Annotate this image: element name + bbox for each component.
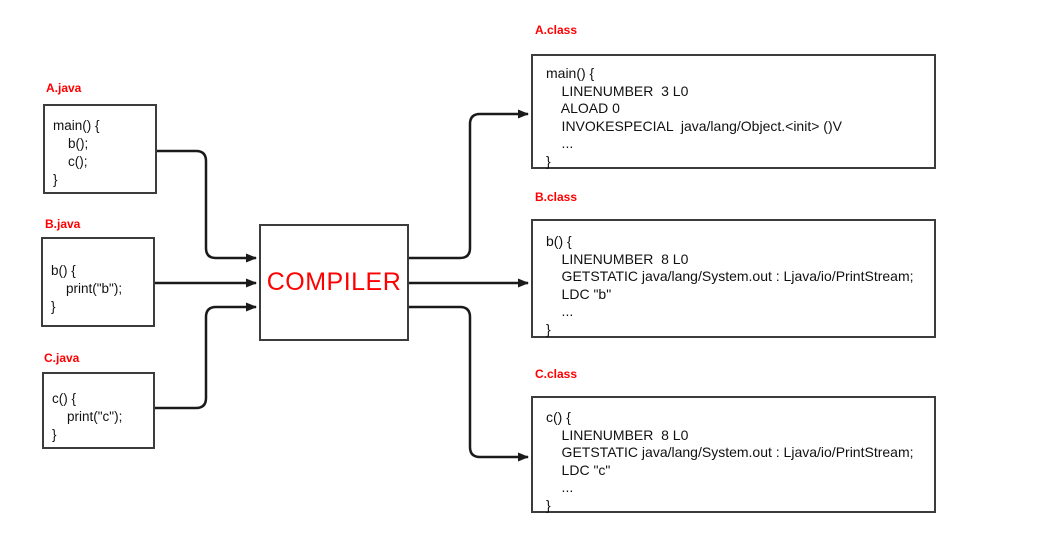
compiler-box: COMPILER [259, 224, 409, 341]
arrow-a-java-to-compiler [157, 149, 257, 263]
b-class-box: b() { LINENUMBER 8 L0 GETSTATIC java/lan… [531, 219, 936, 338]
c-java-code: c() { print("c"); } [52, 391, 123, 442]
a-class-box: main() { LINENUMBER 3 L0 ALOAD 0 INVOKES… [531, 54, 936, 169]
b-java-label: B.java [45, 217, 81, 231]
c-java-label: C.java [44, 351, 80, 365]
arrow-compiler-to-a-class [409, 109, 529, 260]
c-class-label: C.class [535, 367, 578, 381]
c-java-box: c() { print("c"); } [42, 372, 155, 449]
a-java-box: main() { b(); c(); } [43, 104, 157, 194]
a-java-label: A.java [46, 81, 82, 95]
a-java-code: main() { b(); c(); } [53, 118, 100, 187]
b-class-label: B.class [535, 190, 578, 204]
c-class-box: c() { LINENUMBER 8 L0 GETSTATIC java/lan… [531, 396, 936, 513]
compiler-label: COMPILER [266, 268, 402, 296]
arrow-compiler-to-c-class [409, 305, 529, 462]
arrow-c-java-to-compiler [155, 302, 257, 410]
c-class-code: c() { LINENUMBER 8 L0 GETSTATIC java/lan… [546, 409, 914, 513]
b-java-box: b() { print("b"); } [41, 237, 155, 327]
a-class-label: A.class [535, 23, 578, 37]
b-class-code: b() { LINENUMBER 8 L0 GETSTATIC java/lan… [546, 233, 914, 337]
a-class-code: main() { LINENUMBER 3 L0 ALOAD 0 INVOKES… [546, 65, 842, 169]
b-java-code: b() { print("b"); } [51, 263, 123, 314]
